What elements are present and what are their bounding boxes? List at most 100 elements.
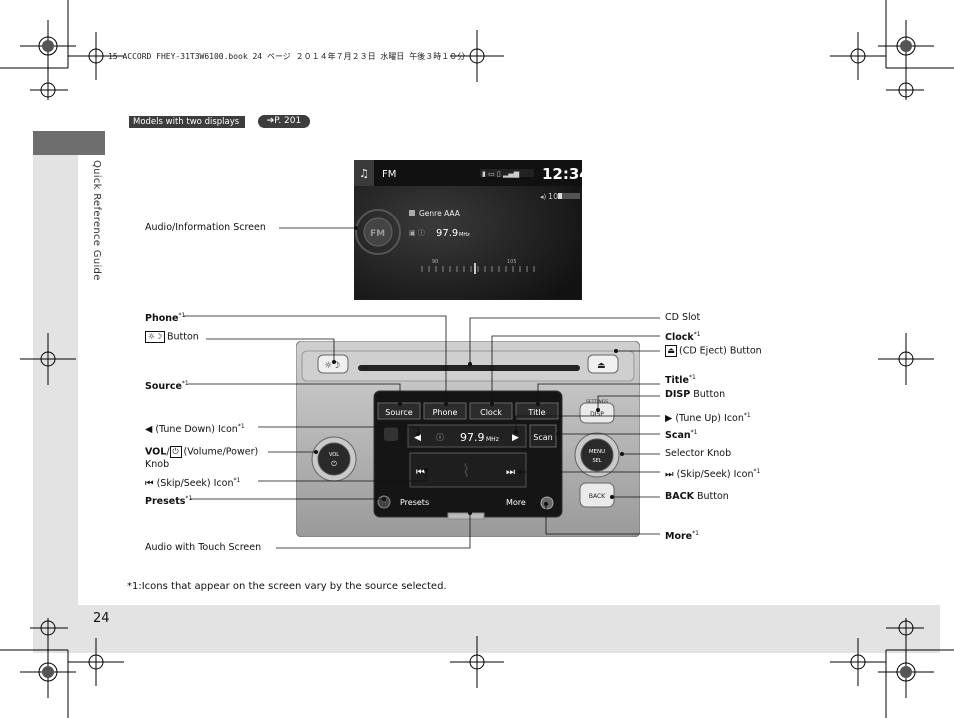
label-more-text: More (665, 531, 693, 543)
section-title: Quick Reference Guide (91, 160, 102, 281)
knob-sel-text: SEL (592, 458, 601, 464)
label-day-night-button: ☼☽Button (145, 331, 199, 344)
footnote-mark: *1 (693, 331, 701, 338)
panel-frequency: 97.9 (460, 431, 485, 444)
label-skip-seek-left: ⏮ (Skip/Seek) Icon*1 (145, 475, 240, 490)
day-night-hw-button (317, 354, 349, 374)
footnote: *1:Icons that appear on the screen vary … (127, 581, 447, 592)
label-audio-touch-screen: Audio with Touch Screen (145, 542, 262, 553)
label-vol: VOL/⏻(Volume/Power) (145, 446, 259, 458)
fm-antenna-icon: FM (370, 229, 385, 239)
page-reference-text: P. 201 (274, 116, 302, 126)
music-note-glyph: ♫ (359, 167, 369, 180)
status-icons-glyph: ▮ ▭ ▯ ▂▄▆ (482, 170, 520, 178)
audio-touch-unit: ☼☽ ⏏ Source Phone Clock Title ◀ ⓘ 97.9 M… (296, 341, 640, 537)
back-hw-button (579, 482, 615, 508)
footnote-mark: *1 (181, 380, 189, 387)
footer-band (33, 605, 940, 653)
back-text: BACK (589, 493, 606, 500)
footnote-mark: *1 (185, 495, 193, 502)
cd-slot (358, 365, 580, 371)
footnote-mark: *1 (178, 312, 186, 319)
label-audio-info-screen: Audio/Information Screen (145, 222, 266, 233)
scale-high: 105 (507, 259, 517, 265)
power-icon: ⏻ (331, 460, 337, 468)
volume-icon: ◂) (540, 193, 547, 201)
skip-fwd-icon: ⏭ (665, 469, 674, 481)
label-tune-down-text: (Tune Down) Icon (155, 424, 238, 436)
page-reference-link[interactable]: ➔P. 201 (258, 115, 310, 128)
footnote-mark: *1 (237, 423, 245, 430)
screen-genre: Genre AAA (419, 209, 461, 218)
print-header: 15 ACCORD FHEY-31T3W6100.book 24 ページ ２０１… (108, 52, 466, 61)
skip-fwd-panel-icon: ⏭ (506, 467, 515, 478)
label-scan: Scan*1 (665, 427, 697, 442)
arrow-right-icon: ➔ (266, 116, 275, 126)
footnote-mark: *1 (743, 412, 751, 419)
tune-up-panel-icon: ▶ (512, 433, 519, 443)
knob-menu-text: MENU (589, 449, 605, 455)
models-badge: Models with two displays (129, 116, 245, 128)
tab-source: Source (385, 408, 413, 417)
skip-back-panel-icon: ⏮ (416, 467, 425, 478)
label-clock-text: Clock (665, 332, 694, 344)
label-day-night-text: Button (167, 331, 199, 343)
label-cd-slot: CD Slot (665, 312, 701, 323)
label-disp-bold: DISP (665, 389, 691, 400)
label-skip-seek-right-text: (Skip/Seek) Icon (676, 469, 754, 481)
label-vol-bold: VOL (145, 446, 167, 458)
label-back-bold: BACK (665, 491, 694, 502)
audio-information-screen: ♫ FM ▮ ▭ ▯ ▂▄▆ 12:34 ◂) 10 FM Genre AAA … (354, 160, 582, 300)
preset-panel-icon: ⓘ (436, 433, 444, 442)
footnote-mark: *1 (692, 530, 699, 537)
preset-icons: ▣ ⓘ (409, 229, 425, 237)
label-back: BACK Button (665, 491, 729, 503)
label-tune-up-text: (Tune Up) Icon (675, 413, 744, 425)
footnote-mark: *1 (690, 429, 698, 436)
screen-unit: MHz (459, 232, 470, 238)
label-more: More*1 (665, 528, 699, 543)
label-phone-text: Phone (145, 313, 179, 325)
antenna-watermark-icon: ⌇ (462, 461, 471, 482)
screen-source: FM (382, 169, 396, 180)
icon-small (384, 427, 398, 441)
volume-level-bar (558, 193, 562, 199)
label-presets: Presets*1 (145, 493, 192, 508)
screen-frequency: 97.9 (436, 228, 458, 239)
label-skip-seek-left-text: (Skip/Seek) Icon (156, 478, 234, 490)
label-tune-down: ◀ (Tune Down) Icon*1 (145, 421, 245, 436)
label-cd-eject-text: (CD Eject) Button (679, 345, 762, 357)
page-number: 24 (93, 611, 110, 626)
tuning-scale (421, 266, 535, 272)
tune-down-panel-icon: ◀ (414, 433, 421, 443)
panel-more: More (506, 498, 526, 507)
settings-text: SETTINGS (586, 399, 608, 405)
day-night-icon: ☼☽ (145, 331, 165, 343)
selector-knob (580, 438, 614, 472)
day-night-icon: ☼☽ (324, 361, 340, 371)
tab-phone: Phone (433, 408, 458, 417)
volume-power-knob (317, 442, 351, 476)
footnote-mark: *1 (688, 374, 696, 381)
disp-hw-button (579, 402, 615, 424)
label-source-text: Source (145, 381, 182, 393)
power-icon: ⏻ (169, 446, 182, 458)
label-cd-eject: ⏏(CD Eject) Button (665, 345, 762, 358)
genre-icon (409, 210, 415, 216)
sidebar-band (33, 131, 78, 605)
tune-down-icon: ◀ (145, 424, 153, 436)
cd-eject-hw-button (587, 354, 619, 374)
label-phone: Phone*1 (145, 310, 185, 325)
label-selector-knob: Selector Knob (665, 448, 732, 459)
screen-volume: 10 (548, 192, 558, 201)
label-tune-up: ▶ (Tune Up) Icon*1 (665, 410, 751, 425)
panel-presets: Presets (400, 498, 429, 507)
label-disp: DISP Button (665, 389, 725, 401)
label-vol-knob: Knob (145, 459, 170, 470)
footnote-mark: *1 (233, 477, 241, 484)
label-disp-rest: Button (693, 389, 726, 400)
panel-scan: Scan (533, 433, 552, 442)
tab-title: Title (527, 408, 545, 417)
